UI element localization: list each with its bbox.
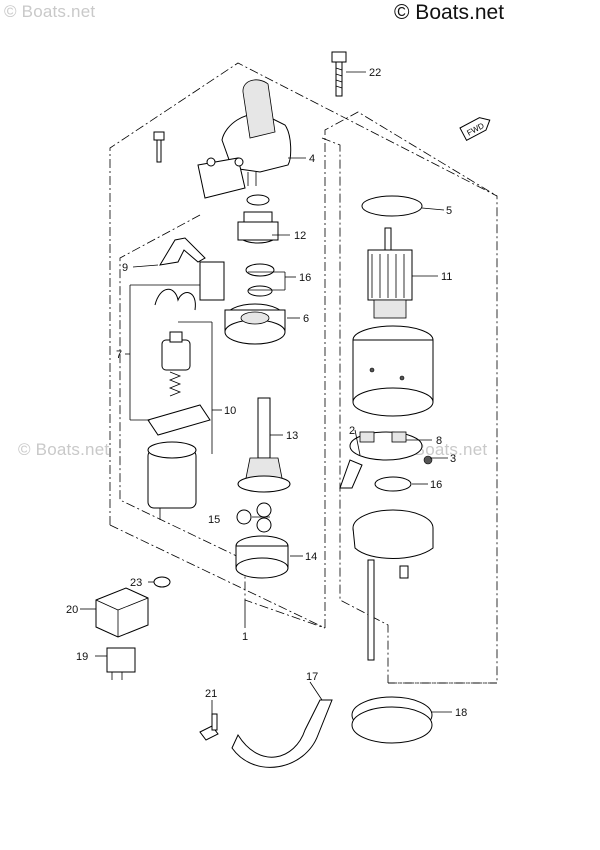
callout-10: 10 — [224, 405, 236, 417]
part-10-plate — [147, 404, 211, 436]
assembly-outline — [109, 62, 498, 684]
part-18-band — [351, 696, 433, 744]
callout-20: 20 — [66, 604, 78, 616]
callout-15: 15 — [208, 514, 220, 526]
callout-1: 1 — [242, 631, 248, 643]
part-17-bracket — [231, 699, 333, 768]
through-bolt — [367, 559, 375, 661]
callout-8: 8 — [436, 435, 442, 447]
callout-19: 19 — [76, 651, 88, 663]
callout-16-upper: 16 — [299, 272, 311, 284]
part-5-plate — [361, 195, 423, 217]
end-cover-screw — [399, 565, 409, 579]
part-10-solenoid-body — [147, 441, 197, 520]
callout-18: 18 — [455, 707, 467, 719]
part-11-armature — [367, 227, 413, 319]
callout-6: 6 — [303, 313, 309, 325]
callout-2: 2 — [349, 425, 355, 437]
callout-4: 4 — [309, 153, 315, 165]
callout-17: 17 — [306, 671, 318, 683]
callout-7: 7 — [116, 349, 122, 361]
callout-13: 13 — [286, 430, 298, 442]
callouts: 1 2 3 4 5 6 7 8 9 10 11 12 13 14 15 16 1… — [66, 67, 467, 719]
part-13-shaft — [237, 397, 291, 493]
callout-22: 22 — [369, 67, 381, 79]
part-9-lever — [159, 237, 206, 266]
callout-23: 23 — [130, 577, 142, 589]
callout-21: 21 — [205, 688, 217, 700]
part-7-plunger — [161, 331, 191, 371]
part-15-planet-gears — [236, 502, 272, 533]
part-23-nut — [153, 576, 171, 588]
assembly-outline-bottom — [109, 524, 326, 629]
part-3-nut — [423, 455, 433, 465]
copyright-notice: © Boats.net — [394, 1, 505, 24]
part-20-relay — [95, 587, 149, 638]
yoke — [352, 325, 434, 417]
inner-outline-3 — [321, 137, 389, 683]
inner-outline-2 — [119, 214, 326, 629]
part-6-gear-case — [224, 303, 286, 345]
inner-outline — [324, 111, 498, 628]
leader-lines — [80, 71, 452, 714]
callout-3: 3 — [450, 453, 456, 465]
part-8-brush-holder — [339, 431, 423, 489]
watermark-mid-left: © Boats.net — [18, 440, 110, 459]
housing-bolt — [153, 131, 165, 163]
part-22-bolt — [331, 51, 347, 97]
spring — [168, 371, 182, 397]
part-21-bolt — [199, 713, 219, 741]
callout-5: 5 — [446, 205, 452, 217]
part-7-spring-wire — [154, 288, 196, 311]
callout-11: 11 — [441, 271, 452, 283]
part-16-clip — [245, 263, 275, 277]
part-4-housing — [197, 79, 292, 199]
callout-16-lower: 16 — [430, 479, 442, 491]
watermark-top-left: © Boats.net — [4, 2, 96, 21]
end-cover — [352, 509, 434, 559]
part-19-relay — [106, 647, 136, 680]
fwd-arrow-icon: FWD — [459, 117, 491, 142]
callout-14: 14 — [305, 551, 317, 563]
part-14-internal-gear — [235, 535, 289, 579]
callout-12: 12 — [294, 230, 306, 242]
part-7-contact — [199, 261, 225, 301]
callout-9: 9 — [122, 262, 128, 274]
part-16-lower-plate — [374, 476, 412, 492]
part-12-pinion — [237, 194, 279, 244]
part-16-washer — [247, 285, 273, 297]
